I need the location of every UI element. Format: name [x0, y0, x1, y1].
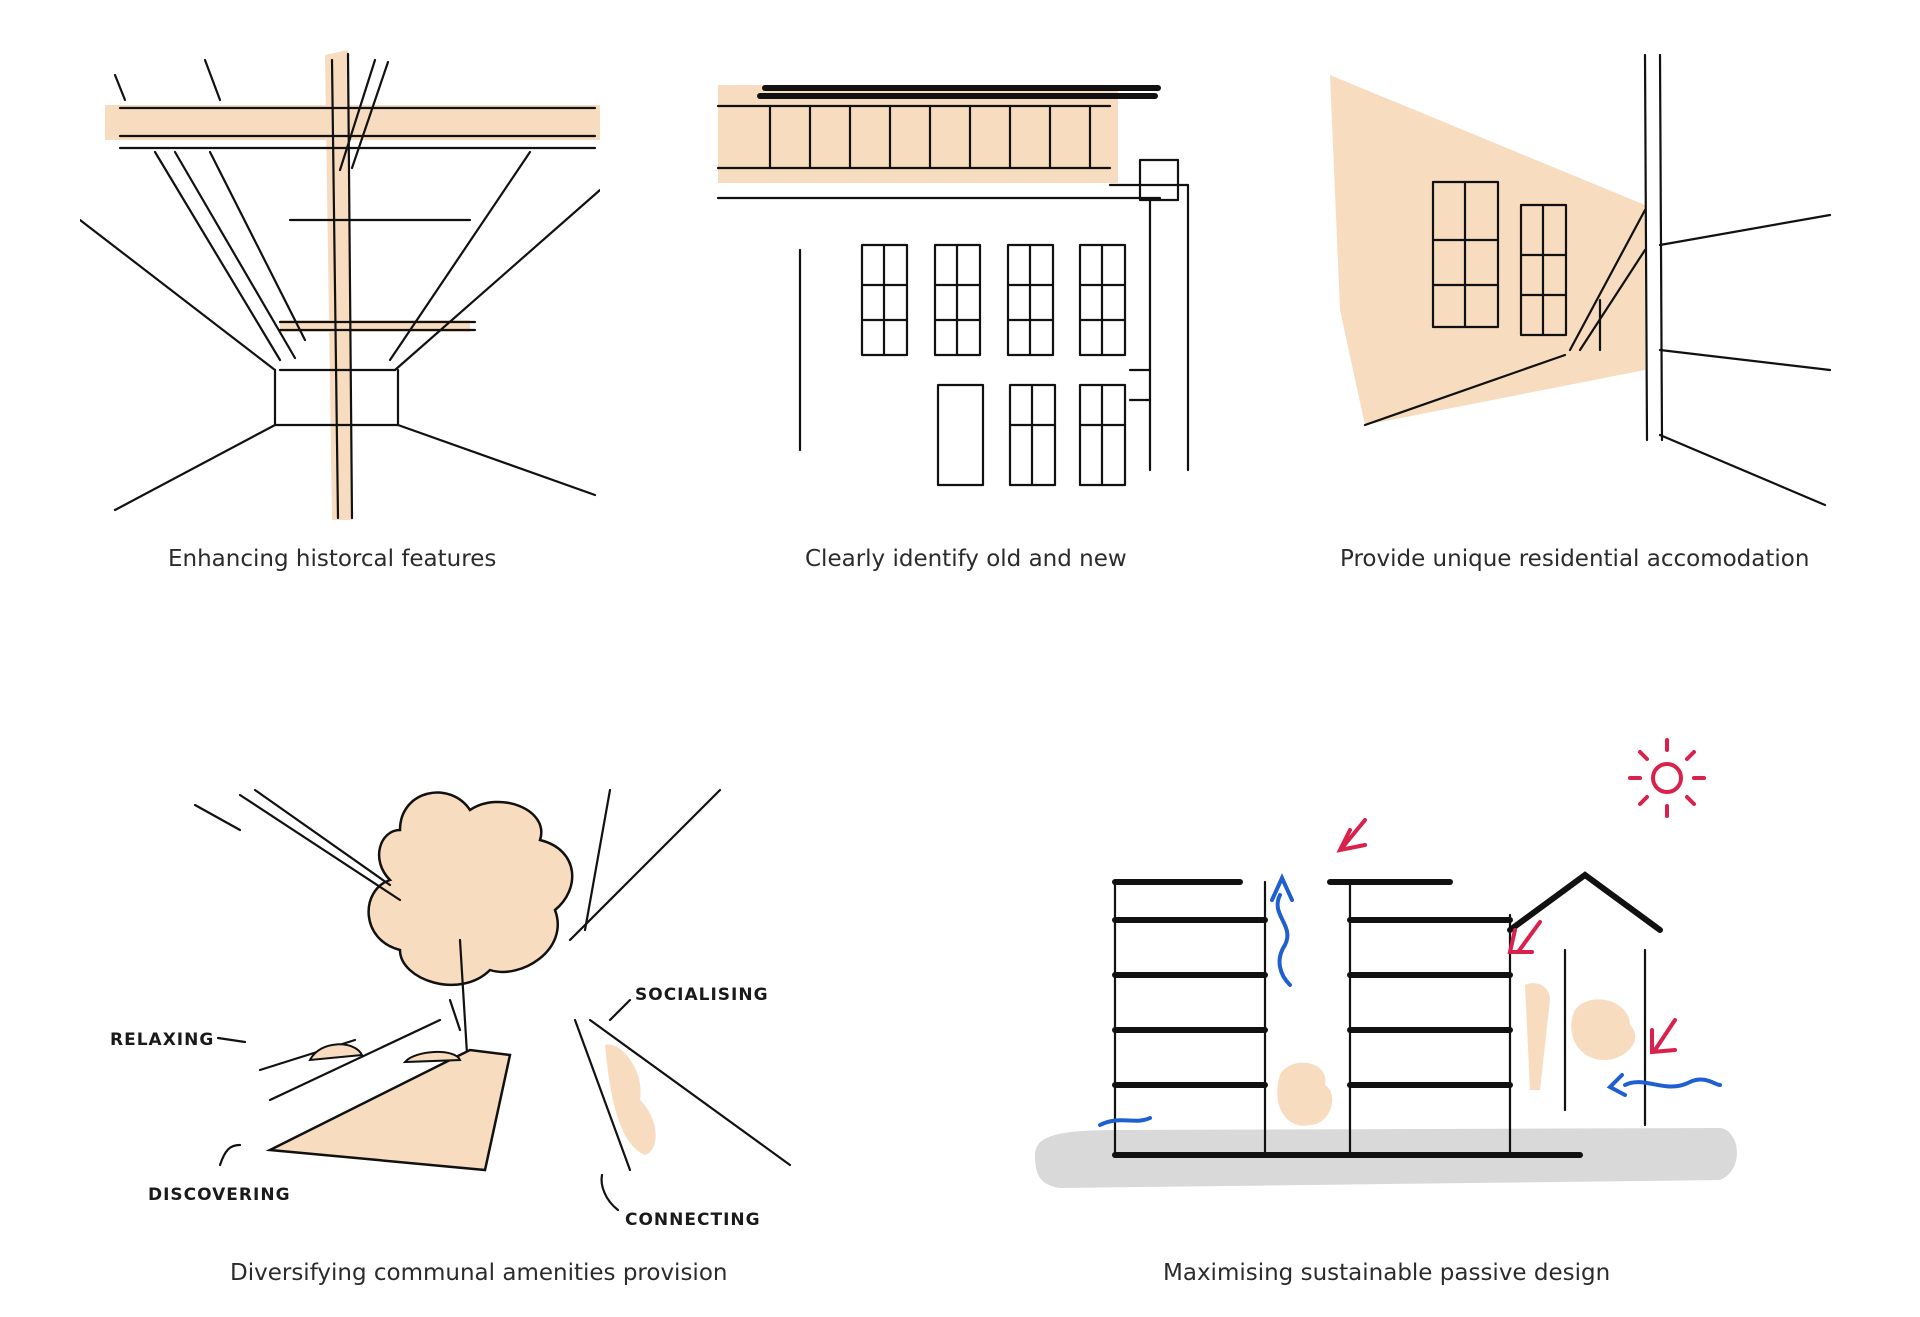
label-discovering: DISCOVERING — [148, 1185, 291, 1205]
sketch-old-and-new — [710, 70, 1210, 500]
label-connecting: CONNECTING — [625, 1210, 761, 1230]
caption-old-and-new: Clearly identify old and new — [805, 546, 1127, 572]
caption-passive-design: Maximising sustainable passive design — [1163, 1260, 1611, 1286]
sketch-passive-design — [1020, 730, 1760, 1220]
sketch-residential — [1325, 50, 1845, 520]
sketch-communal-amenities: RELAXING SOCIALISING DISCOVERING CONNECT… — [100, 770, 800, 1240]
sun-icon — [1628, 738, 1706, 818]
sketch-historical-features — [80, 40, 600, 530]
label-relaxing: RELAXING — [110, 1030, 214, 1050]
caption-communal-amenities: Diversifying communal amenities provisio… — [230, 1260, 728, 1286]
caption-historical-features: Enhancing historcal features — [168, 546, 497, 572]
caption-residential: Provide unique residential accomodation — [1340, 546, 1810, 572]
label-socialising: SOCIALISING — [635, 985, 769, 1005]
